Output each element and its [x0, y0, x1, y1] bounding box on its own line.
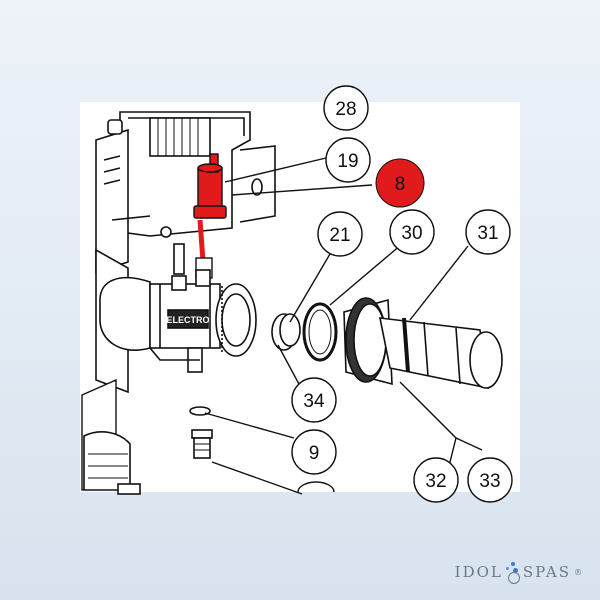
brand-name-right: SPAS: [522, 563, 571, 581]
leader-lines: [204, 157, 483, 495]
part-21-nut: [271, 313, 301, 351]
callout-31-label: 31: [477, 223, 498, 244]
heater-tube: ELECTRO: [99, 269, 257, 373]
callout-28-label: 28: [335, 99, 356, 120]
callout-30-label: 30: [401, 223, 422, 244]
callout-30[interactable]: 30: [389, 209, 435, 255]
callout-19[interactable]: 19: [325, 137, 371, 183]
part-9-fitting: [189, 406, 213, 459]
callout-28[interactable]: 28: [323, 85, 369, 131]
part-31-union: [343, 297, 503, 390]
callout-21-label: 21: [329, 225, 350, 246]
electro-label-band: [167, 309, 209, 329]
callout-34[interactable]: 34: [291, 377, 337, 423]
part-30-o-ring: [302, 302, 338, 362]
callout-8-label: 8: [395, 174, 406, 195]
callout-9[interactable]: 9: [291, 429, 337, 475]
callout-33-label: 33: [479, 471, 500, 492]
callout-8[interactable]: 8: [375, 158, 425, 208]
callouts: 28 19 8 21 30 31 34 9: [291, 85, 513, 503]
electro-label: ELECTRO: [166, 315, 209, 325]
callout-31[interactable]: 31: [465, 209, 511, 255]
callout-21[interactable]: 21: [317, 211, 363, 257]
callout-34-label: 34: [303, 391, 325, 412]
callout-9-label: 9: [309, 443, 320, 464]
callout-32[interactable]: 32: [413, 457, 459, 503]
water-drops-icon: [505, 562, 521, 584]
callout-33[interactable]: 33: [467, 457, 513, 503]
brand-logo[interactable]: IDOL SPAS ®: [454, 562, 584, 584]
callout-partial: [297, 481, 335, 493]
brand-name-left: IDOL: [454, 563, 503, 581]
callout-19-label: 19: [337, 151, 358, 172]
trademark-symbol: ®: [574, 567, 584, 577]
callout-32-label: 32: [425, 471, 446, 492]
